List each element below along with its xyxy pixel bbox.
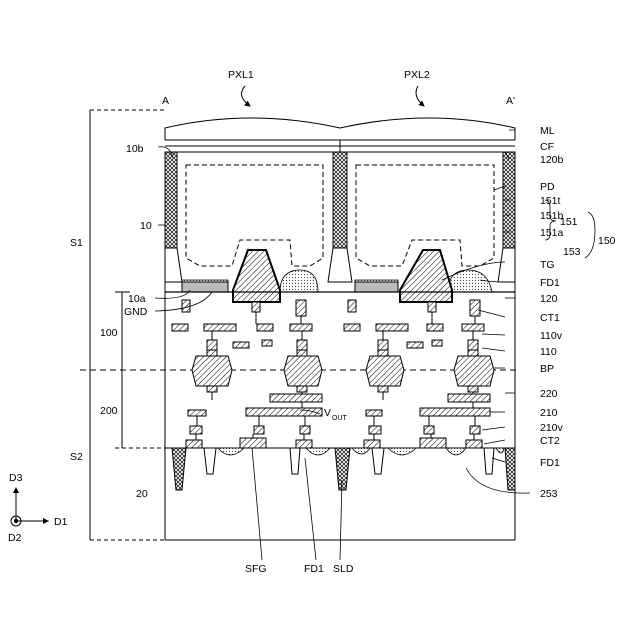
label-100: 100	[100, 327, 118, 339]
label-tg: TG	[540, 259, 555, 271]
label-ct2: CT2	[540, 435, 560, 447]
label-151t: 151t	[540, 195, 561, 207]
label-pd: PD	[540, 181, 555, 193]
upper-wiring	[172, 300, 484, 350]
label-151: 151	[560, 216, 578, 228]
label-210v: 210v	[540, 422, 564, 434]
microlens-layer	[165, 118, 515, 152]
label-10a: 10a	[128, 293, 146, 305]
label-fd1-bottom: FD1	[304, 563, 324, 575]
deep-trench-isolation	[165, 152, 515, 282]
label-s2: S2	[70, 451, 83, 463]
label-ct1: CT1	[540, 312, 560, 324]
label-vout: V	[324, 407, 331, 419]
label-fd1-top: FD1	[540, 277, 560, 289]
label-120: 120	[540, 293, 558, 305]
label-220: 220	[540, 388, 558, 400]
label-20: 20	[136, 488, 148, 500]
label-bp: BP	[540, 363, 554, 375]
label-210: 210	[540, 407, 558, 419]
label-150: 150	[598, 235, 616, 247]
label-cf: CF	[540, 141, 554, 153]
pixel-arrows	[241, 86, 424, 106]
label-10b: 10b	[126, 143, 144, 155]
direction-indicator	[11, 488, 48, 526]
label-120b: 120b	[540, 154, 564, 166]
label-sfg: SFG	[245, 563, 267, 575]
text-labels: PXL1 PXL2 A A' ML CF 120b 10b PD 151t 15…	[8, 69, 616, 575]
label-253: 253	[540, 488, 558, 500]
bonding-pads	[192, 350, 494, 392]
label-pxl2: PXL2	[404, 69, 430, 81]
label-gnd: GND	[124, 306, 148, 318]
label-a-prime: A'	[506, 95, 515, 107]
label-a: A	[162, 95, 169, 107]
shallow-trench-isolation	[172, 448, 515, 490]
label-d1: D1	[54, 516, 68, 528]
label-110: 110	[540, 346, 557, 358]
label-151a: 151a	[540, 227, 564, 239]
label-vout-sub: OUT	[332, 415, 348, 422]
label-d2: D2	[8, 532, 22, 544]
label-200: 200	[100, 405, 118, 417]
label-s1: S1	[70, 237, 83, 249]
label-110v: 110v	[540, 330, 563, 342]
label-pxl1: PXL1	[228, 69, 254, 81]
lower-doped-regions	[218, 448, 504, 455]
label-10: 10	[140, 220, 152, 232]
label-fd1-right: FD1	[540, 457, 560, 469]
label-sld: SLD	[333, 563, 354, 575]
label-ml: ML	[540, 125, 555, 137]
label-d3: D3	[9, 472, 23, 484]
label-153: 153	[563, 246, 581, 258]
